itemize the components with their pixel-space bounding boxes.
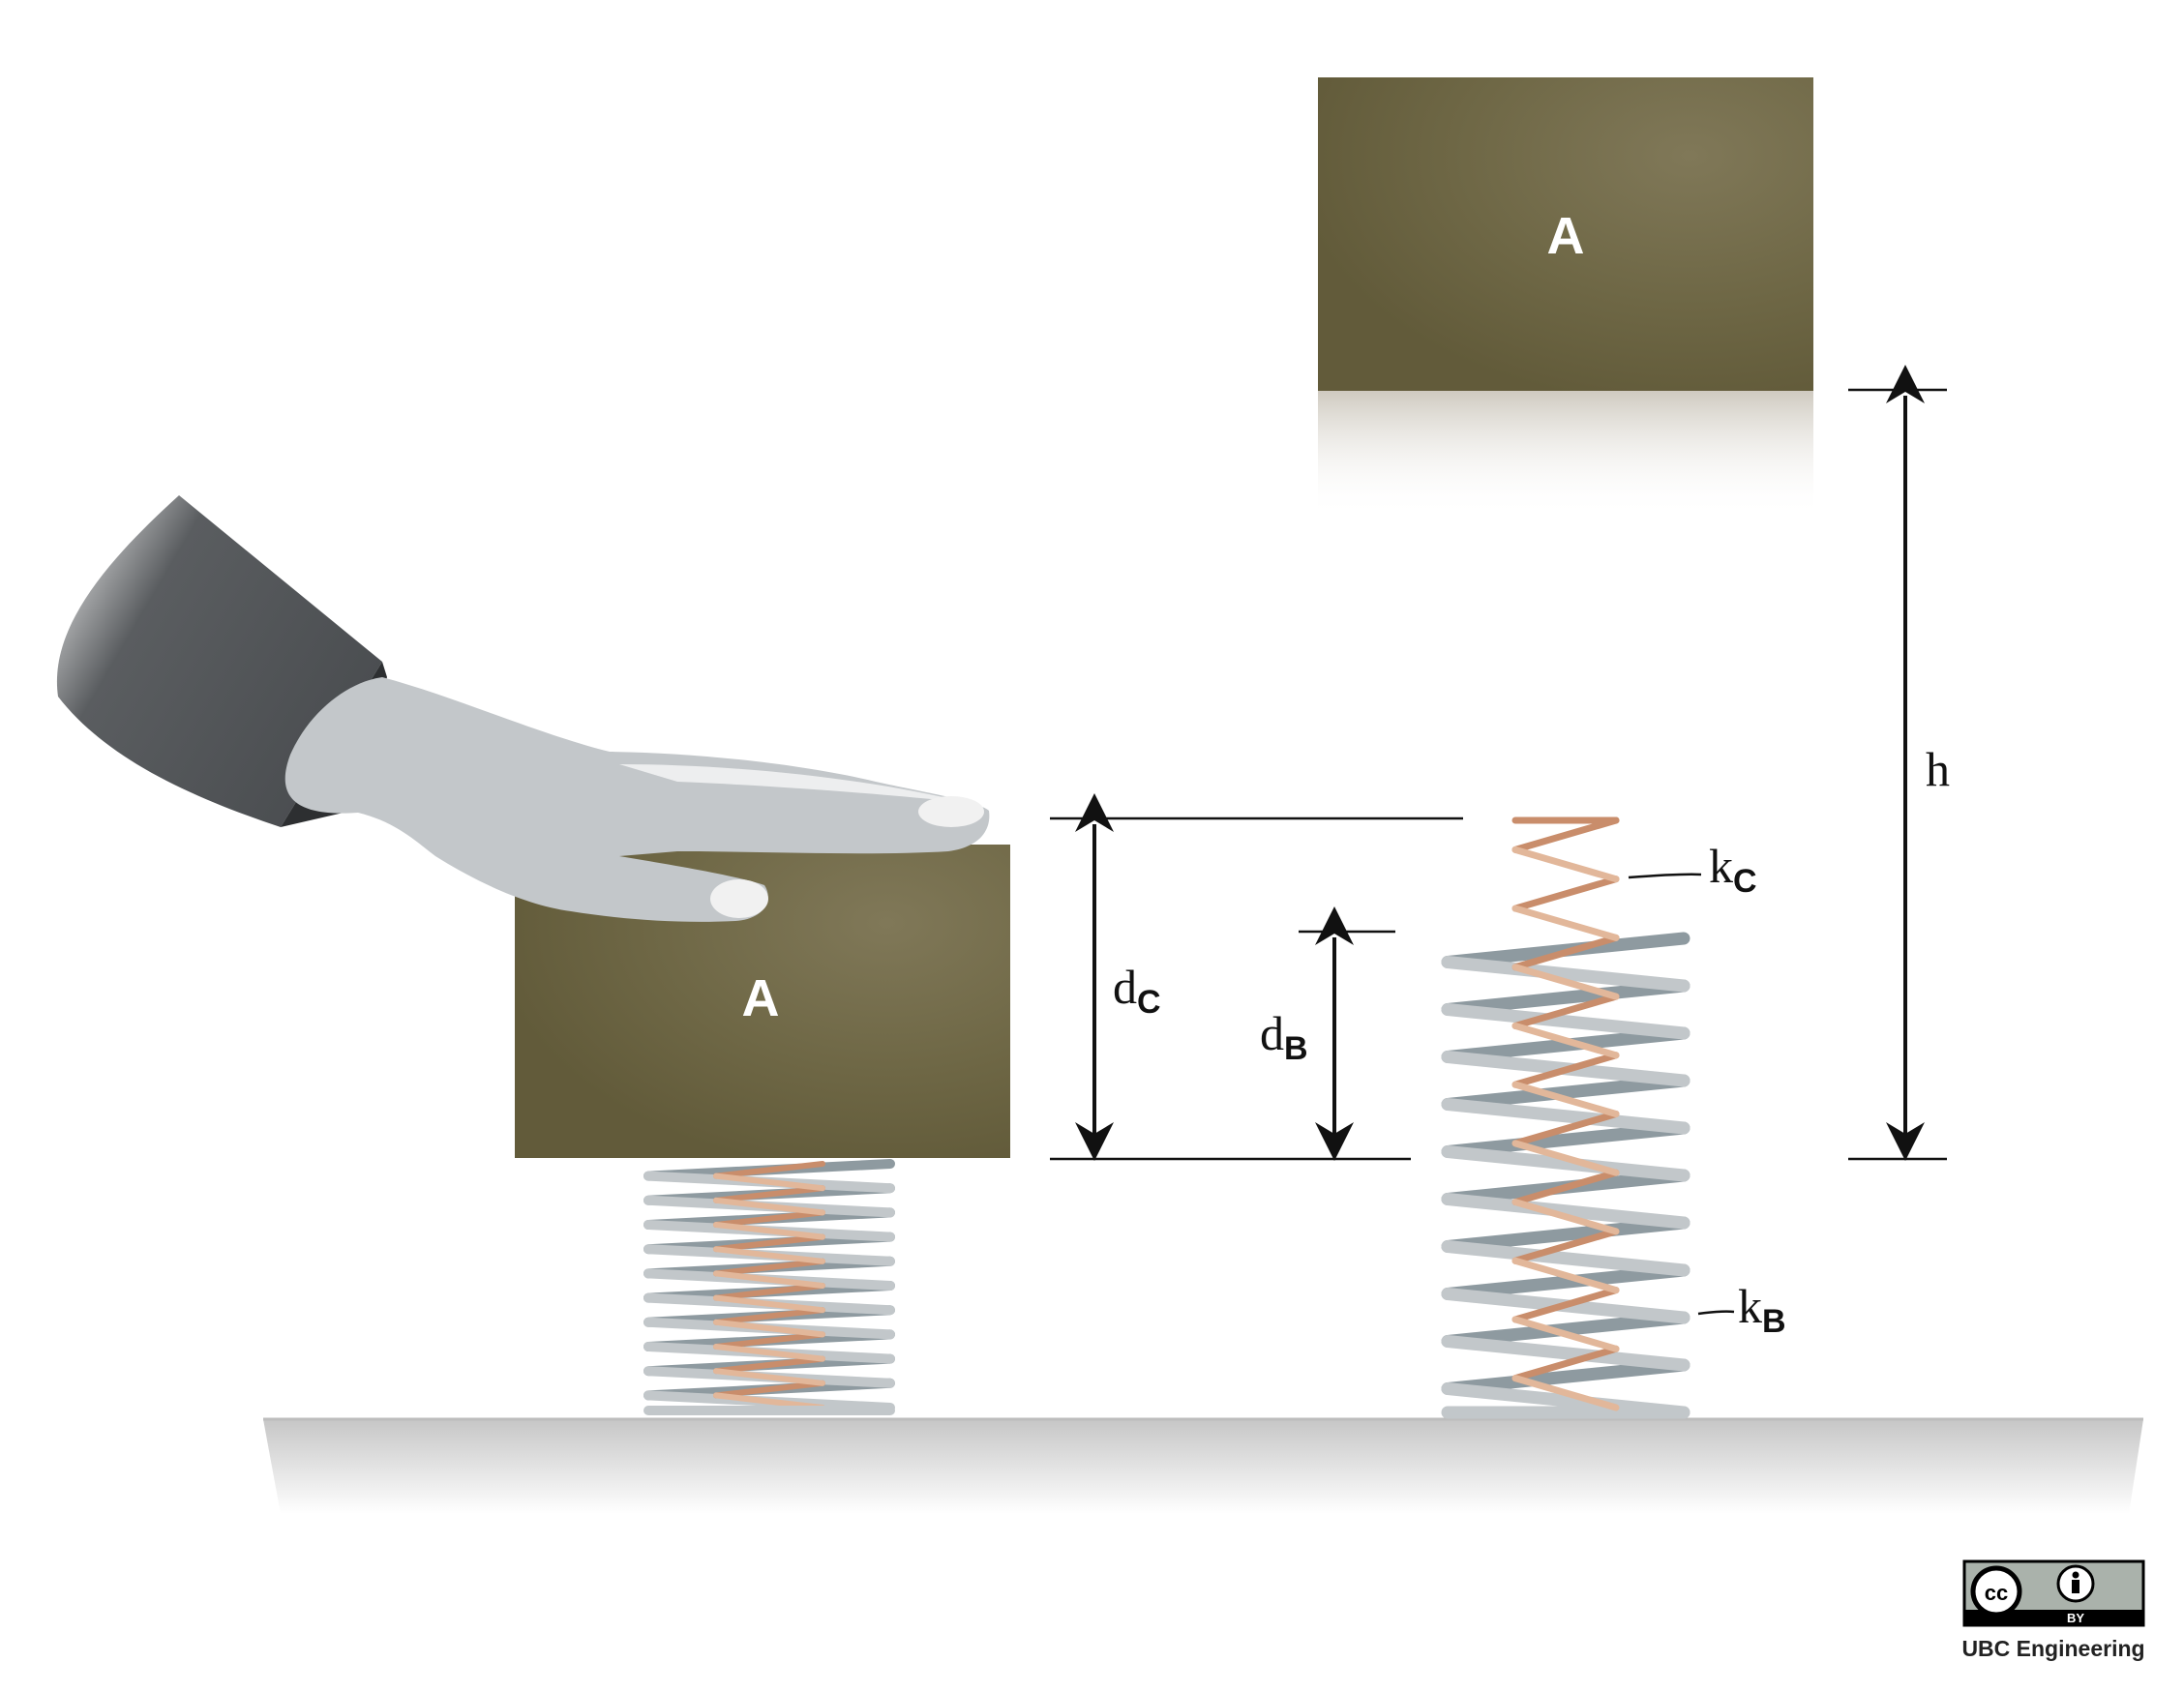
compressed-spring-c-coil-back-segment [713,1331,825,1350]
spring-c-coil-back-segment [1511,816,1620,853]
spring-c-coil-front-segment [1511,846,1620,883]
compressed-spring-c-coil-back-segment [713,1258,825,1277]
compressed-spring-c-coil-front-segment [713,1294,825,1314]
spring-c-coil-back-segment [1511,876,1620,912]
raised-block-label: A [1547,207,1585,265]
compressed-spring-c-coil-back-segment [713,1355,825,1375]
spring-b-coil-front-segment [1441,1003,1690,1040]
spring-c-coil-front-segment [1511,1316,1620,1352]
credit-text: UBC Engineering [1961,1636,2144,1661]
ground [263,1417,2143,1514]
kc-leader [1628,873,1702,879]
spring-c-coil-back-segment [1511,1287,1620,1323]
spring-c-coil-back-segment [1511,993,1620,1029]
h-label: h [1926,742,1950,796]
spring-c-coil-back-segment [1511,1345,1620,1382]
spring-c-coil-back-segment [1511,934,1620,971]
compressed-spring-c-coil-front-segment [713,1344,825,1362]
by-label: BY [2067,1611,2084,1625]
hand-highlight [619,764,968,803]
compressed-spring-c-coil-back-segment [713,1233,825,1253]
spring-c-coil-back-segment [1511,1052,1620,1088]
kb-leader [1697,1310,1735,1316]
spring-b-coil-front-segment [1441,1335,1690,1372]
cc-by-badge: cc BY UBC Engineering [1961,1559,2145,1661]
spring-b-coil-front-segment [1441,1098,1690,1135]
spring-b-coil-front-segment [1441,956,1690,993]
spring-c-coil-front-segment [1511,964,1620,1000]
spring-labels: kC kB [1628,839,1786,1340]
compressed-spring-c-coil-front-segment [713,1368,825,1386]
spring-b-coil-back-segment [1441,1026,1690,1063]
spring-c-coil-front-segment [1511,1140,1620,1176]
spring-b-coil-back-segment [1441,1074,1690,1111]
compressed-spring-c-coil-back-segment [713,1283,825,1301]
spring-b-coil-back-segment [1441,1358,1690,1395]
hand-shape [284,677,990,922]
compressed-spring-c-coil-front-segment [713,1173,825,1192]
spring-b-coil-back-segment [1441,1216,1690,1253]
spring-b-coil-back-segment [1441,979,1690,1016]
spring-b-coil-back-segment [1441,1121,1690,1158]
spring-c-coil-front-segment [1511,905,1620,941]
compressed-spring-c-coil-back-segment [713,1380,825,1399]
spring-c-coil-back-segment [1511,1228,1620,1264]
db-label: dB [1260,1006,1308,1067]
spring-c-coil-front-segment [1511,1257,1620,1294]
compressed-spring-c-coil-front-segment [713,1246,825,1264]
raised-block-a: A [1318,77,1813,517]
spring-b-coil-front-segment [1441,1240,1690,1277]
thumbnail [918,796,984,827]
compressed-spring-pair [643,1159,895,1415]
spring-c-coil-front-segment [1511,1199,1620,1235]
kc-label: kC [1709,839,1757,900]
compressed-spring-c-coil-front-segment [713,1392,825,1410]
fingernail [710,879,768,918]
spring-b-coil-front-segment [1441,1193,1690,1230]
raised-block-shadow [1318,391,1813,517]
compressed-spring-c-coil-front-segment [713,1197,825,1216]
spring-c-coil-front-segment [1511,1022,1620,1059]
compressed-spring-c-coil-front-segment [713,1270,825,1289]
raised-block-body [1318,77,1813,391]
compressed-spring-c-coil-back-segment [713,1209,825,1228]
compressed-spring-c-coil-back-segment [713,1161,825,1179]
compressed-spring-c-coil-back-segment [713,1307,825,1325]
spring-b-coil-back-segment [1441,1311,1690,1348]
cc-icon [1970,1565,2022,1618]
dc-label: dC [1113,960,1161,1021]
spring-c-coil-front-segment [1511,1375,1620,1411]
spring-b-coil-back-segment [1441,1263,1690,1300]
spring-c-coil-front-segment [1511,1081,1620,1117]
hand [56,495,990,922]
spring-c-coil-back-segment [1511,1111,1620,1147]
spring-c-coil-back-segment [1511,1169,1620,1206]
kb-label: kB [1738,1279,1786,1340]
svg-text:cc: cc [1985,1581,2008,1605]
dimension-lines: dC dB h [1050,365,1950,1161]
compressed-spring-c-coil-front-segment [713,1319,825,1338]
compressed-spring-c-coil-front-segment [713,1222,825,1240]
spring-b-coil-front-segment [1441,1145,1690,1182]
compressed-spring-c-coil-back-segment [713,1185,825,1203]
spring-c [1511,816,1620,1411]
pressed-block-label: A [742,969,780,1027]
